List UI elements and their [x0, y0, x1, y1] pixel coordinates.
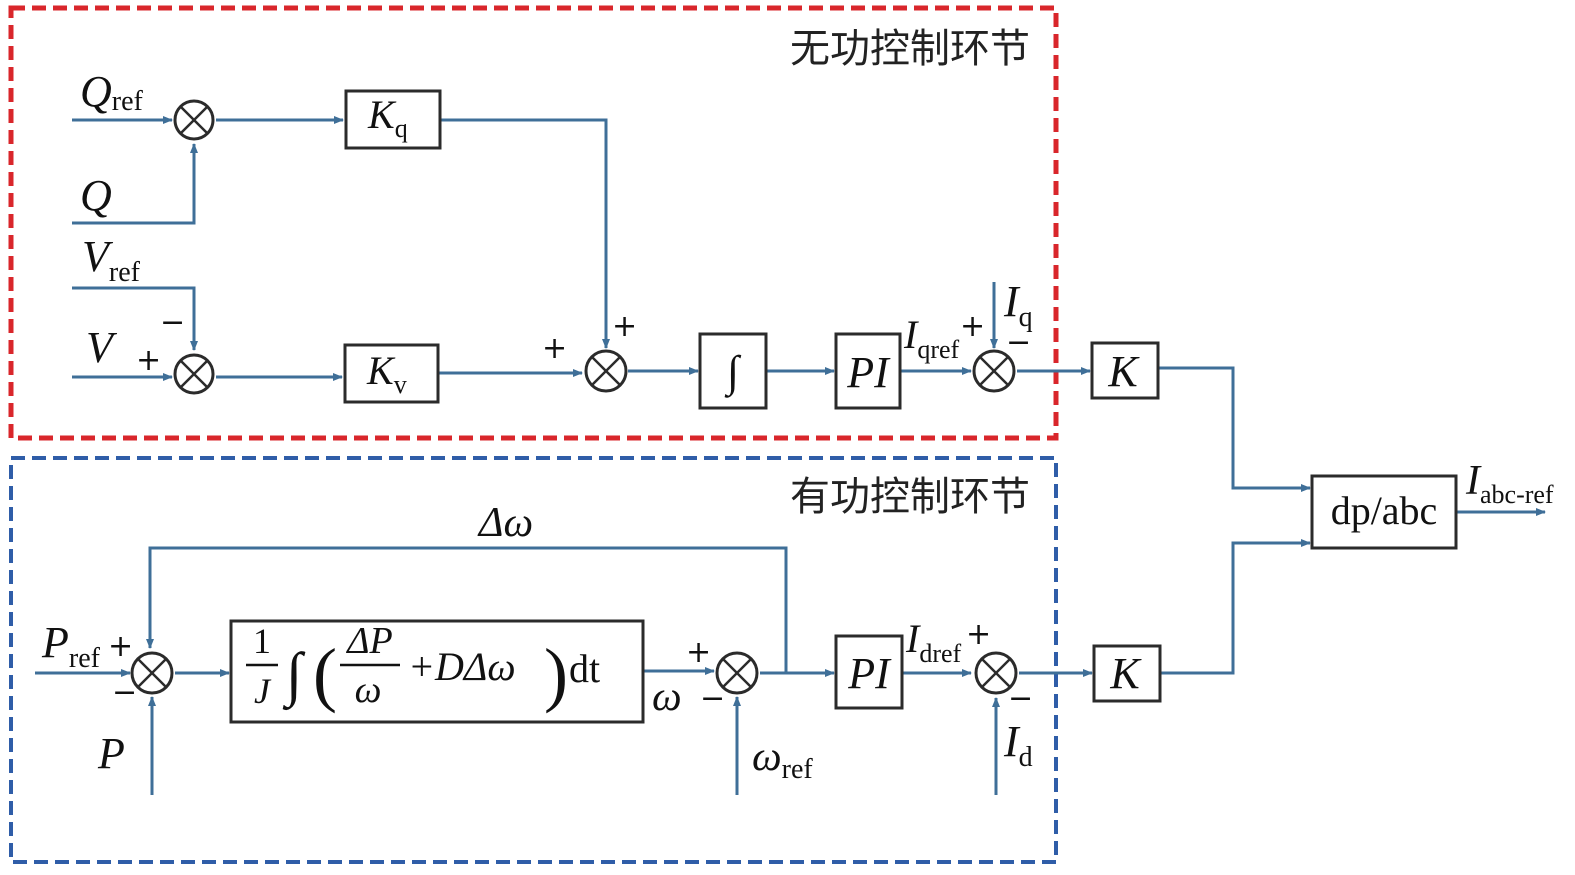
wire-vref: [72, 286, 198, 351]
summing-junction-p: [130, 651, 174, 695]
reactive-power-section-frame: [8, 5, 1059, 441]
wire-kq-sum3: [440, 118, 610, 349]
svg-text:∫: ∫: [283, 641, 306, 711]
svg-text:ω: ω: [355, 669, 382, 711]
sign-plus-idref: +: [966, 617, 991, 652]
iabc-ref-label: Iabc-ref: [1465, 458, 1554, 509]
sign-plus-kq: +: [612, 309, 637, 344]
sign-minus-omega-ref: −: [700, 681, 725, 716]
v-label: V: [86, 323, 118, 372]
k-q-label: K: [1107, 347, 1140, 396]
summing-junction-iq: [972, 349, 1016, 393]
active-power-section-frame: [9, 456, 1058, 864]
kq-label: Kq: [367, 92, 408, 143]
wire-q: [72, 143, 198, 225]
svg-text:+DΔω: +DΔω: [408, 644, 516, 689]
sign-minus-id: −: [1008, 681, 1033, 716]
idref-label: Idref: [905, 616, 962, 668]
svg-text:ΔP: ΔP: [345, 620, 393, 662]
sign-plus-pref: +: [108, 629, 133, 664]
pi-d-label: PI: [847, 649, 892, 698]
summing-junction-v: [173, 353, 215, 395]
pi-d-block: [834, 634, 904, 710]
summing-junction-q: [173, 99, 215, 141]
sign-plus-kv: +: [542, 331, 567, 366]
wire-k-dqabc-top: [1158, 366, 1311, 492]
qref-label: Qref: [80, 67, 144, 117]
dq-abc-transform-block: [1310, 474, 1458, 550]
wire-k-dqabc-bottom: [1160, 539, 1311, 675]
sign-plus-omega: +: [686, 635, 711, 670]
id-label: Id: [1003, 717, 1033, 773]
summing-junction-id: [974, 651, 1018, 695]
svg-text:J: J: [254, 671, 272, 711]
integrator-block: [698, 332, 768, 410]
reactive-section-title: 无功控制环节: [790, 26, 1030, 72]
iq-label: Iq: [1003, 277, 1033, 333]
active-section-title: 有功控制环节: [790, 474, 1030, 520]
svg-text:1: 1: [253, 621, 271, 661]
sign-minus-iq: −: [1006, 325, 1031, 360]
k-d-label: K: [1109, 649, 1142, 698]
summing-junction-qv: [584, 349, 628, 393]
dq-abc-label: dp/abc: [1331, 488, 1438, 533]
sign-plus-iqref: +: [960, 309, 985, 344]
omega-ref-label: ωref: [752, 734, 813, 785]
sign-minus-p: −: [112, 675, 137, 710]
k-d-block: [1092, 644, 1162, 703]
iqref-label: Iqref: [903, 312, 960, 364]
pi-q-label: PI: [846, 348, 891, 397]
svg-text:(: (: [313, 634, 337, 714]
kq-gain-block: [344, 89, 442, 150]
q-label: Q: [80, 171, 112, 220]
pref-label: Pref: [41, 618, 101, 674]
kv-label: Kv: [366, 348, 407, 399]
swing-equation-block: [229, 619, 645, 724]
swing-equation: 1 J ∫ ( ΔP ω +DΔω ) dt: [246, 620, 600, 714]
pi-q-block: [834, 332, 902, 410]
vref-label: Vref: [82, 232, 141, 288]
svg-text:dt: dt: [569, 646, 600, 691]
sign-plus-v: +: [136, 343, 161, 378]
p-label: P: [97, 729, 125, 778]
summing-junction-omega: [715, 651, 759, 695]
kv-gain-block: [343, 343, 440, 404]
omega-label: ω: [652, 674, 682, 720]
wire-delta-omega-feedback: [146, 546, 788, 673]
k-q-block: [1090, 341, 1160, 400]
delta-omega-label: Δω: [477, 500, 533, 546]
svg-text:): ): [544, 634, 568, 714]
integrator-symbol: ∫: [724, 347, 742, 398]
sign-minus-vref: −: [160, 305, 185, 340]
